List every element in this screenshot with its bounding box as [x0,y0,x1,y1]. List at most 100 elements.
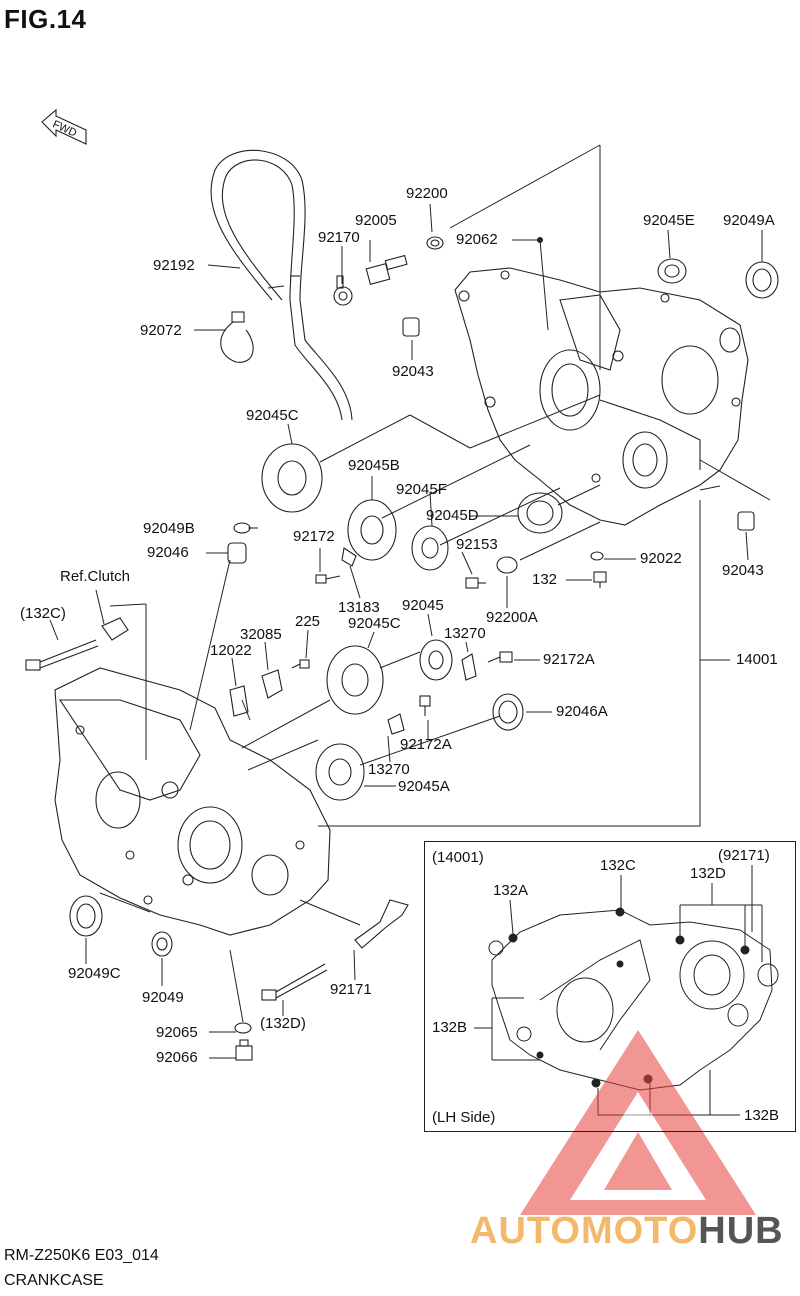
dowel-pin [402,317,420,337]
callout-92066[interactable]: 92066 [156,1049,198,1066]
callout-225[interactable]: 225 [295,613,321,630]
callout-92172[interactable]: 92172 [293,528,335,545]
bearing-92045C-mid [326,645,384,715]
callout-92046A[interactable]: 92046A [556,703,608,720]
section-name: CRANKCASE [4,1272,104,1289]
breather-hose [210,149,353,421]
hose-clip [220,317,254,363]
oil-seal-92049 [151,931,173,957]
hose-clamp [333,275,353,306]
callout-92046[interactable]: 92046 [147,544,189,561]
callout-92022[interactable]: 92022 [640,550,682,567]
callout-92043-lower[interactable]: 92043 [722,562,764,579]
model-code: RM-Z250K6 E03_014 [4,1247,159,1264]
callout-92045[interactable]: 92045 [402,597,444,614]
bolt-92172A-low [419,695,431,716]
watermark-part-2: HUB [698,1210,784,1252]
callout-92045C-upper[interactable]: 92045C [246,407,299,424]
callout-32085[interactable]: 32085 [240,626,282,643]
bearing-92045 [419,639,453,681]
drain-plug-92066 [235,1039,253,1061]
bearing-92045C-top [261,443,323,513]
inset-callout-92171[interactable]: (92171) [718,847,770,864]
watermark-part-1: AUTOMOTO [470,1210,699,1252]
bolt-132 [593,571,607,588]
right-crankcase-half [454,267,749,526]
inset-callout-132B-left[interactable]: 132B [432,1019,468,1036]
callout-92200A[interactable]: 92200A [486,609,538,626]
washer-92065 [234,1022,252,1034]
callout-92072[interactable]: 92072 [140,322,182,339]
inset-frame [424,841,796,1132]
callout-92049C[interactable]: 92049C [68,965,121,982]
callout-92170[interactable]: 92170 [318,229,360,246]
watermark-logo [520,1030,756,1215]
callout-92065[interactable]: 92065 [156,1024,198,1041]
callout-92045E[interactable]: 92045E [643,212,695,229]
plate-13270-low [387,713,405,735]
callout-92045B[interactable]: 92045B [348,457,400,474]
callout-92045F[interactable]: 92045F [396,481,447,498]
callout-13270-lower[interactable]: 13270 [368,761,410,778]
callout-92043-upper[interactable]: 92043 [392,363,434,380]
callout-14001[interactable]: 14001 [736,651,778,668]
inset-callout-132D[interactable]: 132D [690,865,726,882]
callout-ref-clutch[interactable]: Ref.Clutch [60,568,131,585]
clutch-cable-holder [101,617,129,641]
oil-seal-92049C [69,895,103,937]
gasket-12022 [229,685,249,717]
callout-92005[interactable]: 92005 [355,212,397,229]
figure-title: FIG.14 [4,4,87,34]
bolt-92172 [315,574,341,584]
bearing-92045B [347,499,397,561]
callout-92171[interactable]: 92171 [330,981,372,998]
bolt-92172A-right [487,651,513,663]
inset-callout-132B-right[interactable]: 132B [744,1107,780,1124]
callout-132D[interactable]: (132D) [260,1015,306,1032]
callout-92172A-lower[interactable]: 92172A [400,736,452,753]
bearing-92045A [315,743,365,801]
callout-92192[interactable]: 92192 [153,257,195,274]
bolt-132C [25,639,99,671]
callout-92049B[interactable]: 92049B [143,520,195,537]
callout-92200[interactable]: 92200 [406,185,448,202]
left-crankcase-half [54,667,331,936]
watermark-text: AUTOMOTOHUB [470,1210,784,1253]
callout-92172A-right[interactable]: 92172A [543,651,595,668]
washer-92200A [496,556,518,574]
callout-12022[interactable]: 12022 [210,642,252,659]
inset-callout-132A[interactable]: 132A [493,882,529,899]
bearing-92045D [517,492,563,534]
callout-132[interactable]: 132 [532,571,558,588]
dowel-pin-lower [737,511,755,531]
callout-132C[interactable]: (132C) [20,605,66,622]
oil-seal-92049A [745,261,779,299]
callout-13270-upper[interactable]: 13270 [444,625,486,642]
bearing-92045F [411,525,449,571]
callout-92049A[interactable]: 92049A [723,212,775,229]
bolt-92153 [465,577,486,589]
inset-side-label: (LH Side) [432,1109,496,1126]
callout-92045A[interactable]: 92045A [398,778,450,795]
bolt-132D [261,963,328,1001]
collar-92046 [227,542,247,564]
callout-92062[interactable]: 92062 [456,231,498,248]
callout-92153[interactable]: 92153 [456,536,498,553]
callout-92045D[interactable]: 92045D [426,507,479,524]
o-ring [426,236,444,250]
inset-header: (14001) [432,849,484,866]
callout-92049[interactable]: 92049 [142,989,184,1006]
plate-13270-top [461,653,477,681]
screw-225 [291,659,310,669]
callout-92045C-mid[interactable]: 92045C [348,615,401,632]
plate-13183 [341,547,357,567]
plate-32085 [261,669,283,699]
bracket-92171 [354,899,409,949]
breather-fitting [365,254,408,285]
washer-92022 [590,551,604,561]
inset-callout-132C[interactable]: 132C [600,857,636,874]
arrow-forward-icon [41,108,87,145]
callout-13183[interactable]: 13183 [338,599,380,616]
